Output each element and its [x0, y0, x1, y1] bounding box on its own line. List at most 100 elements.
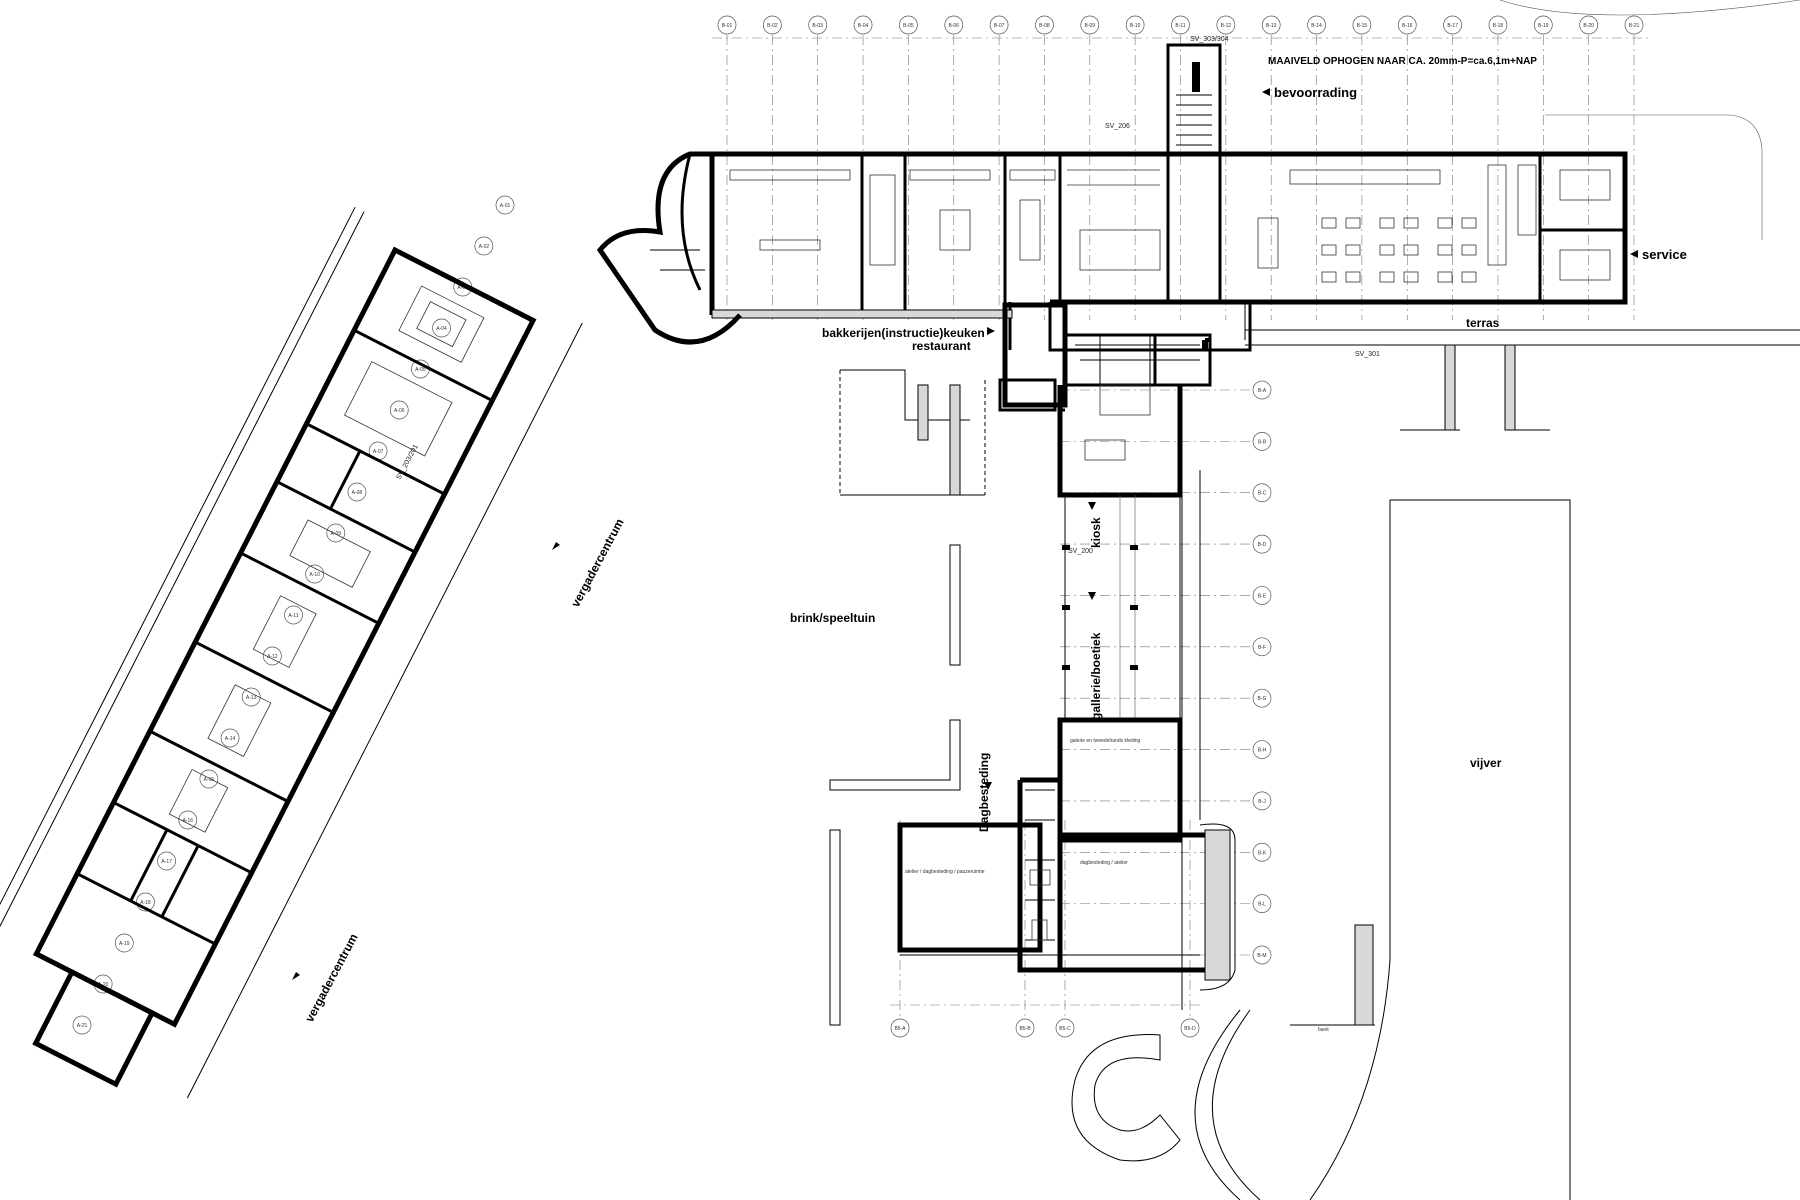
grid-bubble-diagonal-label: A-07	[373, 449, 384, 455]
grid-bubble-right-label: B-M	[1257, 953, 1266, 959]
grid-bubble-right-label: B-D	[1258, 542, 1267, 548]
brink-walls	[829, 369, 986, 1026]
grid-bubble-top-circle	[989, 15, 1009, 35]
room-note-bank: bank	[1318, 1027, 1329, 1033]
grid-bubble-right-circle	[1252, 534, 1272, 554]
grid-bubble-bottom-label: B5-B	[1019, 1026, 1031, 1032]
grid-bubble-top-label: B-01	[722, 23, 733, 29]
section-mark-206: SV_206	[1105, 123, 1130, 130]
grid-bubble-diagonal-circle	[432, 318, 451, 338]
arrow-icon	[1262, 88, 1270, 96]
grid-bubble-top-circle	[1443, 15, 1462, 35]
circular-bench	[1071, 1034, 1181, 1162]
grid-bubble-diagonal-label: A-19	[119, 941, 130, 947]
label-restaurant: restaurant	[912, 339, 971, 353]
grid-bubble-diagonal-circle	[305, 564, 324, 584]
grid-bubble-right-label: B-L	[1258, 902, 1266, 908]
room-note-galerie: galerie en tweedehands kleding	[1070, 738, 1141, 744]
arrow-icon	[552, 542, 560, 550]
grid-bubble-diagonal-label: A-02	[479, 244, 490, 250]
grid-bubble-diagonal-label: A-16	[182, 818, 193, 824]
grid-bubble-top-circle	[1488, 15, 1508, 35]
grid-bubble-bottom-label: B5-D	[1184, 1026, 1196, 1032]
arrow-icon	[987, 327, 995, 335]
grid-bubble-diagonal-circle	[326, 523, 346, 543]
grid-bubble-top-label: B-06	[948, 23, 959, 29]
label-kiosk: kiosk	[1089, 517, 1103, 548]
site-boundary-right	[1545, 114, 1763, 240]
grid-bubble-diagonal-circle	[284, 605, 303, 625]
label-brink: brink/speeltuin	[790, 611, 875, 625]
diagonal-wing	[0, 206, 583, 1099]
grid-bubble-right-label: B-F	[1258, 645, 1266, 651]
grid-bubble-top-circle	[1171, 15, 1190, 35]
grid-bubble-top-circle	[853, 15, 873, 35]
grid-bubble-bottom-circle	[1055, 1018, 1075, 1038]
grid-bubble-top-label: B-10	[1130, 23, 1141, 29]
grid-bubble-top-label: B-21	[1629, 23, 1640, 29]
grid-bubble-diagonal-circle	[157, 851, 176, 871]
section-mark-top: SV_303/304	[1190, 36, 1229, 43]
label-keuken: bakkerijen(instructie)keuken	[822, 326, 985, 340]
grid-bubble-diagonal-label: A-03	[457, 285, 468, 291]
grid-bubble-right-label: B-G	[1258, 696, 1267, 702]
grid-bubble-diagonal-circle	[220, 728, 240, 748]
grid-bubble-diagonal-circle	[347, 482, 367, 502]
arrow-icon	[1088, 592, 1096, 600]
room-note-atelier-1: atelier / dagbesteding / pauzeruimte	[905, 869, 985, 875]
terrace-posts	[1290, 344, 1550, 1026]
grid-bubble-top-circle	[1397, 15, 1417, 35]
grid-bubble-right-label: B-E	[1258, 593, 1267, 599]
grid-bubble-diagonal-label: A-15	[204, 777, 215, 783]
grid-bubble-top-circle	[1352, 15, 1372, 35]
grid-bubble-right-circle	[1252, 791, 1272, 811]
grid-bubble-top-label: B-08	[1039, 23, 1050, 29]
grid-bubble-top-label: B-09	[1085, 23, 1096, 29]
label-bevoorrading: bevoorrading	[1274, 85, 1357, 100]
grid-bubble-right-label: B-K	[1258, 850, 1267, 856]
grid-bubble-diagonal-label: A-18	[140, 900, 151, 906]
label-service: service	[1642, 247, 1687, 262]
label-dagbesteding: Dagbesteding	[977, 753, 991, 832]
grid-bubble-top-label: B-16	[1402, 23, 1413, 29]
dagbesteding-block	[897, 717, 1236, 991]
arrow-icon	[984, 782, 992, 790]
grid-bubble-top-label: B-18	[1493, 23, 1504, 29]
grid-bubble-diagonal-label: A-20	[98, 982, 109, 988]
site-boundary-curve	[1499, 0, 1800, 16]
grid-bubble-diagonal-circle	[72, 1015, 92, 1035]
grid-bubble-bottom-label: B5-C	[1059, 1026, 1071, 1032]
arrow-icon	[1088, 502, 1096, 510]
grid-bubble-diagonal-circle	[199, 769, 219, 789]
grid-bubble-top-label: B-19	[1538, 23, 1549, 29]
grid-bubble-top-label: B-07	[994, 23, 1005, 29]
grid-bubble-top-circle	[1080, 15, 1100, 35]
grid-bubble-diagonal-label: A-17	[161, 859, 172, 865]
grid-bubble-right-circle	[1252, 894, 1272, 913]
grid-bubble-top-label: B-03	[812, 23, 823, 29]
arrow-icon	[292, 972, 300, 980]
grid-bubble-right-label: B-A	[1258, 388, 1267, 394]
grid-bubble-top-circle	[717, 15, 737, 35]
grid-bubble-top-circle	[944, 15, 964, 35]
grid-bubble-right-label: B-B	[1258, 439, 1267, 445]
central-spine	[1057, 384, 1201, 1010]
grid-bubble-right-label: B-C	[1258, 491, 1267, 497]
grid-bubble-diagonal-label: A-11	[288, 613, 298, 619]
grid-bubble-top-circle	[1125, 15, 1145, 35]
label-galerie: gallerie/boetiek	[1089, 632, 1103, 720]
grid-bubble-right-circle	[1252, 432, 1272, 451]
grid-bubble-top-label: B-20	[1583, 23, 1594, 29]
grid-bubble-top-label: B-11	[1175, 23, 1185, 29]
grid-bubbles-right: B-AB-BB-CB-DB-EB-FB-GB-HB-JB-KB-LB-M	[1252, 380, 1272, 965]
grid-bubble-top-label: B-13	[1266, 23, 1277, 29]
grid-bubble-top-label: B-14	[1311, 23, 1322, 29]
pond-outline	[1309, 499, 1571, 1200]
grid-bubbles-diagonal: A-01A-02A-03A-04A-05A-06A-07A-08A-09A-10…	[72, 195, 515, 1035]
grid-bubble-right-circle	[1252, 586, 1272, 605]
grid-bubble-top-label: B-15	[1357, 23, 1368, 29]
grid-bubble-diagonal-circle	[178, 810, 198, 830]
